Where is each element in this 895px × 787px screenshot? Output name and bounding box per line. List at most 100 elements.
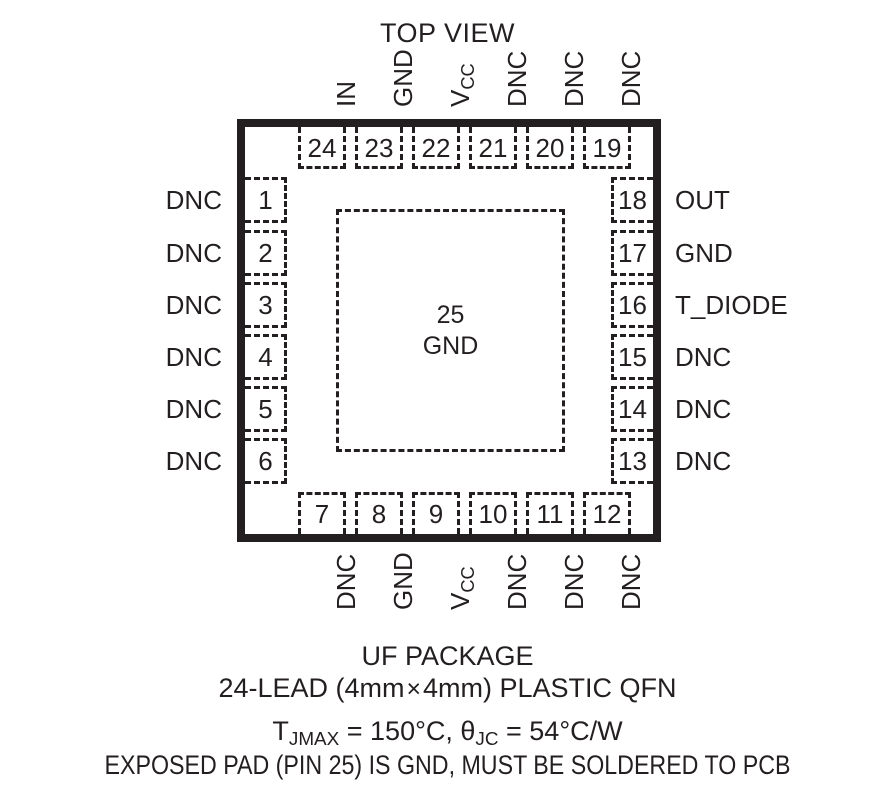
pin-pad-24: 24 [298,127,346,169]
caption-exposed-pad-note: EXPOSED PAD (PIN 25) IS GND, MUST BE SOL… [104,750,791,780]
pin-signal-text-17: GND [675,238,733,268]
pin-signal-text-5: DNC [165,394,222,424]
pin-number: 24 [307,132,337,163]
pin-signal-text-18: OUT [675,185,730,215]
pin-number: 11 [536,498,564,529]
pin-number: 18 [618,185,647,215]
pin-signal-6: DNC [72,448,222,474]
pin-pad-20: 20 [526,127,574,169]
pin-signal-text-23: GND [388,49,418,107]
pin-signal-20: DNC [559,50,589,107]
pin-signal-text-10: DNC [502,553,532,610]
multiplication-sign-icon: × [406,676,422,703]
pin-number: 5 [258,394,273,424]
pin-pad-7: 7 [298,492,346,534]
pin-number: 15 [618,342,647,372]
pin-signal-text-8: GND [388,552,418,610]
pin-signal-text-14: DNC [675,394,732,424]
pin-signal-12: DNC [616,553,646,610]
pin-signal-text-21: DNC [502,50,532,107]
pin-signal-text-15: DNC [675,342,732,372]
pin-pad-15: 15 [611,334,653,380]
pin-signal-11: DNC [559,553,589,610]
pin-signal-18: OUT [675,187,730,213]
pin-signal-text-4: DNC [165,342,222,372]
pin-signal-3: DNC [72,292,222,318]
caption-thermal-specs: TJMAX = 150°C, θJC = 54°C/W [0,716,895,751]
pin-signal-text-2: DNC [165,238,222,268]
pin-signal-text-16: T_DIODE [675,290,788,320]
pin-pad-18: 18 [611,177,653,223]
pin-pad-11: 11 [526,492,574,534]
pin-number: 19 [592,132,622,163]
pin-signal-text-24: IN [331,81,361,107]
pin-signal-8: GND [388,552,418,610]
pin-signal-5: DNC [72,396,222,422]
pin-pad-1: 1 [245,177,287,223]
pin-signal-15: DNC [675,344,731,370]
pin-pad-12: 12 [583,492,631,534]
pin-number: 20 [535,132,565,163]
pin-signal-text-1: DNC [165,185,222,215]
pin-number: 14 [618,394,647,424]
pin-pad-8: 8 [355,492,403,534]
pin-signal-2: DNC [72,240,222,266]
theta-jc-value: = 54°C/W [498,716,623,746]
pin-signal-17: GND [675,240,733,266]
pin-pad-14: 14 [611,386,653,432]
pin-signal-16: T_DIODE [675,292,788,318]
pin-pad-9: 9 [412,492,460,534]
pin-number: 12 [592,498,622,529]
pin-pad-4: 4 [245,334,287,380]
caption-package-description: 24-LEAD (4mm×4mm) PLASTIC QFN [0,673,895,705]
pin-signal-9: VCC [445,566,478,610]
pin-pad-3: 3 [245,282,287,328]
pin-signal-text-3: DNC [165,290,222,320]
pin-pad-22: 22 [412,127,460,169]
pin-signal-text-12: DNC [616,553,646,610]
pin-signal-text-11: DNC [559,553,589,610]
pin-number: 21 [478,132,508,163]
pin-signal-23: GND [388,49,418,107]
pin-signal-text-22: V [445,89,475,107]
pin-number: 6 [258,446,273,476]
pin-signal-4: DNC [72,344,222,370]
pin-number: 23 [364,132,394,163]
pin-pad-6: 6 [245,438,287,484]
caption-package-name: UF PACKAGE [361,641,534,671]
pin-number: 4 [258,342,273,372]
pin-signal-text-20: DNC [559,50,589,107]
pin-number: 13 [618,446,647,476]
caption-lead-count-pre: 24-LEAD (4mm [218,673,405,703]
pin-pad-16: 16 [611,282,653,328]
pin-pad-5: 5 [245,386,287,432]
pin-number: 9 [428,498,444,529]
exposed-pad: 25 GND [336,209,565,452]
pin-signal-19: DNC [616,51,646,107]
pin-signal-text-22-subscript: CC [458,63,479,90]
pin-pad-23: 23 [355,127,403,169]
pin-number: 10 [478,498,508,529]
exposed-pad-number: 25 [436,301,465,329]
pin-number: 22 [421,132,451,163]
theta-jc-subscript: JC [475,729,499,751]
caption-lead-count-post: 4mm) PLASTIC QFN [423,673,677,703]
pin-signal-text-6: DNC [165,446,222,476]
pin-number: 8 [371,498,387,529]
pin-number: 16 [618,290,647,320]
pin-pad-10: 10 [469,492,517,534]
pin-signal-22: VCC [445,63,478,107]
pin-number: 3 [258,290,273,320]
pin-number: 1 [258,185,273,215]
pin-signal-text-9: V [445,592,475,610]
pin-pad-17: 17 [611,230,653,276]
pin-pad-21: 21 [469,127,517,169]
tjmax-subscript: JMAX [288,729,340,751]
pin-number: 7 [314,498,330,529]
page-title: TOP VIEW [379,18,516,48]
theta-jc-symbol: θ [460,716,476,746]
pin-signal-text-13: DNC [675,446,732,476]
pin-signal-14: DNC [675,396,731,422]
pin-signal-text-7: DNC [331,553,361,610]
